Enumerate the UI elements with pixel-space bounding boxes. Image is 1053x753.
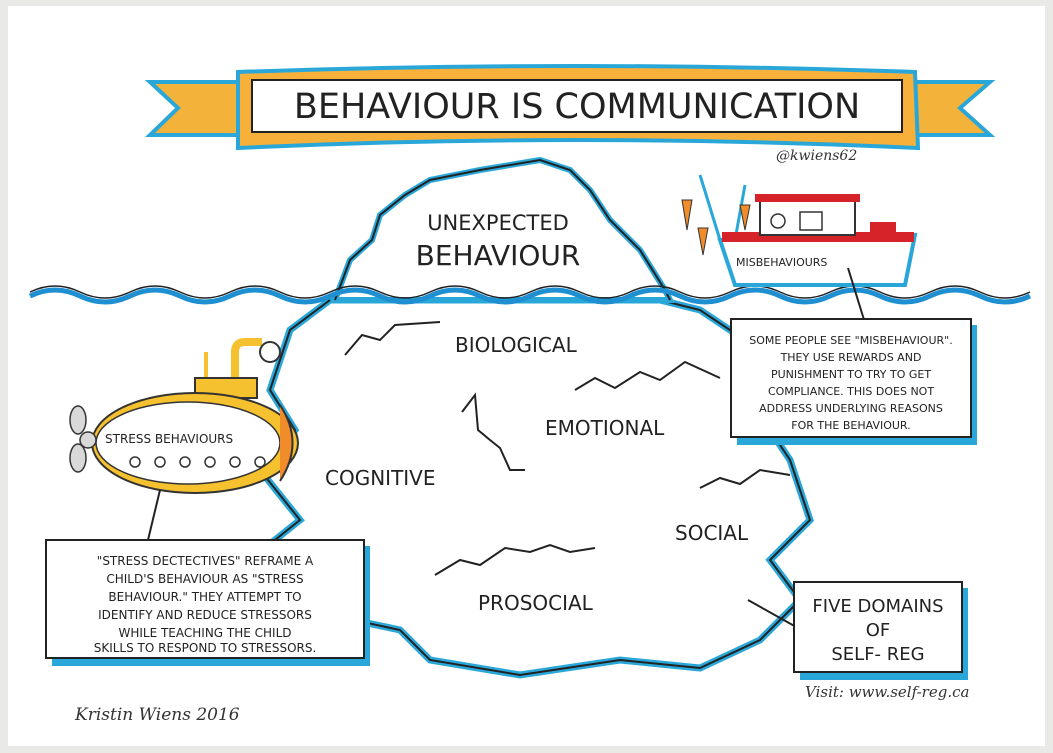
porthole xyxy=(179,456,191,468)
domain-emotional: EMOTIONAL xyxy=(545,416,665,440)
boat-note-box xyxy=(730,318,972,438)
fishing-rod xyxy=(698,174,722,241)
boat-bucket xyxy=(870,222,896,236)
periscope-lens xyxy=(259,341,281,363)
author-handle: @kwiens62 xyxy=(776,148,857,164)
boat-callout-line xyxy=(847,267,866,324)
carrot-icon xyxy=(681,199,751,256)
sub-label: STRESS BEHAVIOURS xyxy=(105,432,233,446)
boat-note-line: ADDRESS UNDERLYING REASONS xyxy=(759,402,943,415)
domain-social: SOCIAL xyxy=(675,521,749,545)
crack-biological xyxy=(344,321,441,356)
carrot-icon xyxy=(681,199,693,231)
boat: MISBEHAVIOURS xyxy=(681,174,918,287)
porthole xyxy=(254,456,266,468)
fishing-rod-2 xyxy=(733,184,747,241)
sub-note-line: BEHAVIOUR." THEY ATTEMPT TO xyxy=(108,590,301,604)
porthole xyxy=(229,456,241,468)
sub-note-line: "STRESS DECTECTIVES" REFRAME A xyxy=(97,554,314,568)
iceberg-cracks xyxy=(344,321,791,576)
domain-prosocial: PROSOCIAL xyxy=(478,591,594,615)
boat-note-line: SOME PEOPLE SEE "MISBEHAVIOUR". xyxy=(749,334,952,347)
sub-portholes xyxy=(129,456,266,468)
crack-cognitive xyxy=(461,392,525,471)
tip-line-2: BEHAVIOUR xyxy=(416,239,581,272)
sub-note-line: WHILE TEACHING THE CHILD xyxy=(118,626,291,640)
porthole xyxy=(204,456,216,468)
boat-label: MISBEHAVIOURS xyxy=(736,256,827,269)
boat-note-line: COMPLIANCE. THIS DOES NOT xyxy=(768,385,934,398)
boat-red-trim xyxy=(722,232,914,242)
domain-biological: BIOLOGICAL xyxy=(455,333,578,357)
sub-note-text: "STRESS DECTECTIVES" REFRAME A CHILD'S B… xyxy=(94,554,317,655)
sub-nose xyxy=(279,404,294,482)
boat-cabin-roof xyxy=(755,194,860,202)
crack-social xyxy=(699,468,791,489)
sub-note-line: IDENTIFY AND REDUCE STRESSORS xyxy=(98,608,312,622)
title-banner: BEHAVIOUR IS COMMUNICATION @kwiens62 xyxy=(144,64,996,164)
water-line xyxy=(28,287,1032,305)
boat-note-line: THEY USE REWARDS AND xyxy=(780,351,922,364)
sub-note-box xyxy=(45,539,365,659)
sub-note-line: CHILD'S BEHAVIOUR AS "STRESS xyxy=(106,572,303,586)
banner-title: BEHAVIOUR IS COMMUNICATION xyxy=(294,87,860,127)
crack-right xyxy=(574,360,721,391)
submarine: STRESS BEHAVIOURS xyxy=(69,338,299,494)
boat-note-line: PUNISHMENT TO TRY TO GET xyxy=(771,368,931,381)
propeller-blade xyxy=(69,443,87,473)
visit-link: Visit: www.self-reg.ca xyxy=(805,683,969,701)
propeller-blade xyxy=(69,405,87,435)
boat-cabin-window xyxy=(799,211,823,231)
boat-porthole xyxy=(770,213,786,229)
water-line-dark xyxy=(29,285,1031,299)
artist-signature: Kristin Wiens 2016 xyxy=(74,705,240,725)
porthole xyxy=(129,456,141,468)
porthole xyxy=(154,456,166,468)
domains-line-2: OF xyxy=(866,620,891,641)
iceberg-tip-edge xyxy=(334,158,671,301)
tip-line-1: UNEXPECTED xyxy=(427,211,569,235)
domains-box xyxy=(793,581,963,673)
domains-line-1: FIVE DOMAINS xyxy=(812,596,943,617)
carrot-icon xyxy=(697,227,709,256)
sub-callout-line xyxy=(147,489,161,541)
crack-prosocial xyxy=(434,543,596,576)
boat-note-line: FOR THE BEHAVIOUR. xyxy=(791,419,910,432)
periscope xyxy=(231,338,262,392)
sub-propeller-icon xyxy=(69,405,97,473)
domains-callout-line xyxy=(747,599,799,629)
domains-line-3: SELF- REG xyxy=(831,644,924,665)
sub-note-line: SKILLS TO RESPOND TO STRESSORS. xyxy=(94,641,317,655)
propeller-hub xyxy=(79,431,97,449)
domain-cognitive: COGNITIVE xyxy=(325,466,436,490)
banner-inner xyxy=(251,79,903,133)
boat-note-text: SOME PEOPLE SEE "MISBEHAVIOUR". THEY USE… xyxy=(749,334,952,432)
carrot-icon xyxy=(739,204,751,231)
